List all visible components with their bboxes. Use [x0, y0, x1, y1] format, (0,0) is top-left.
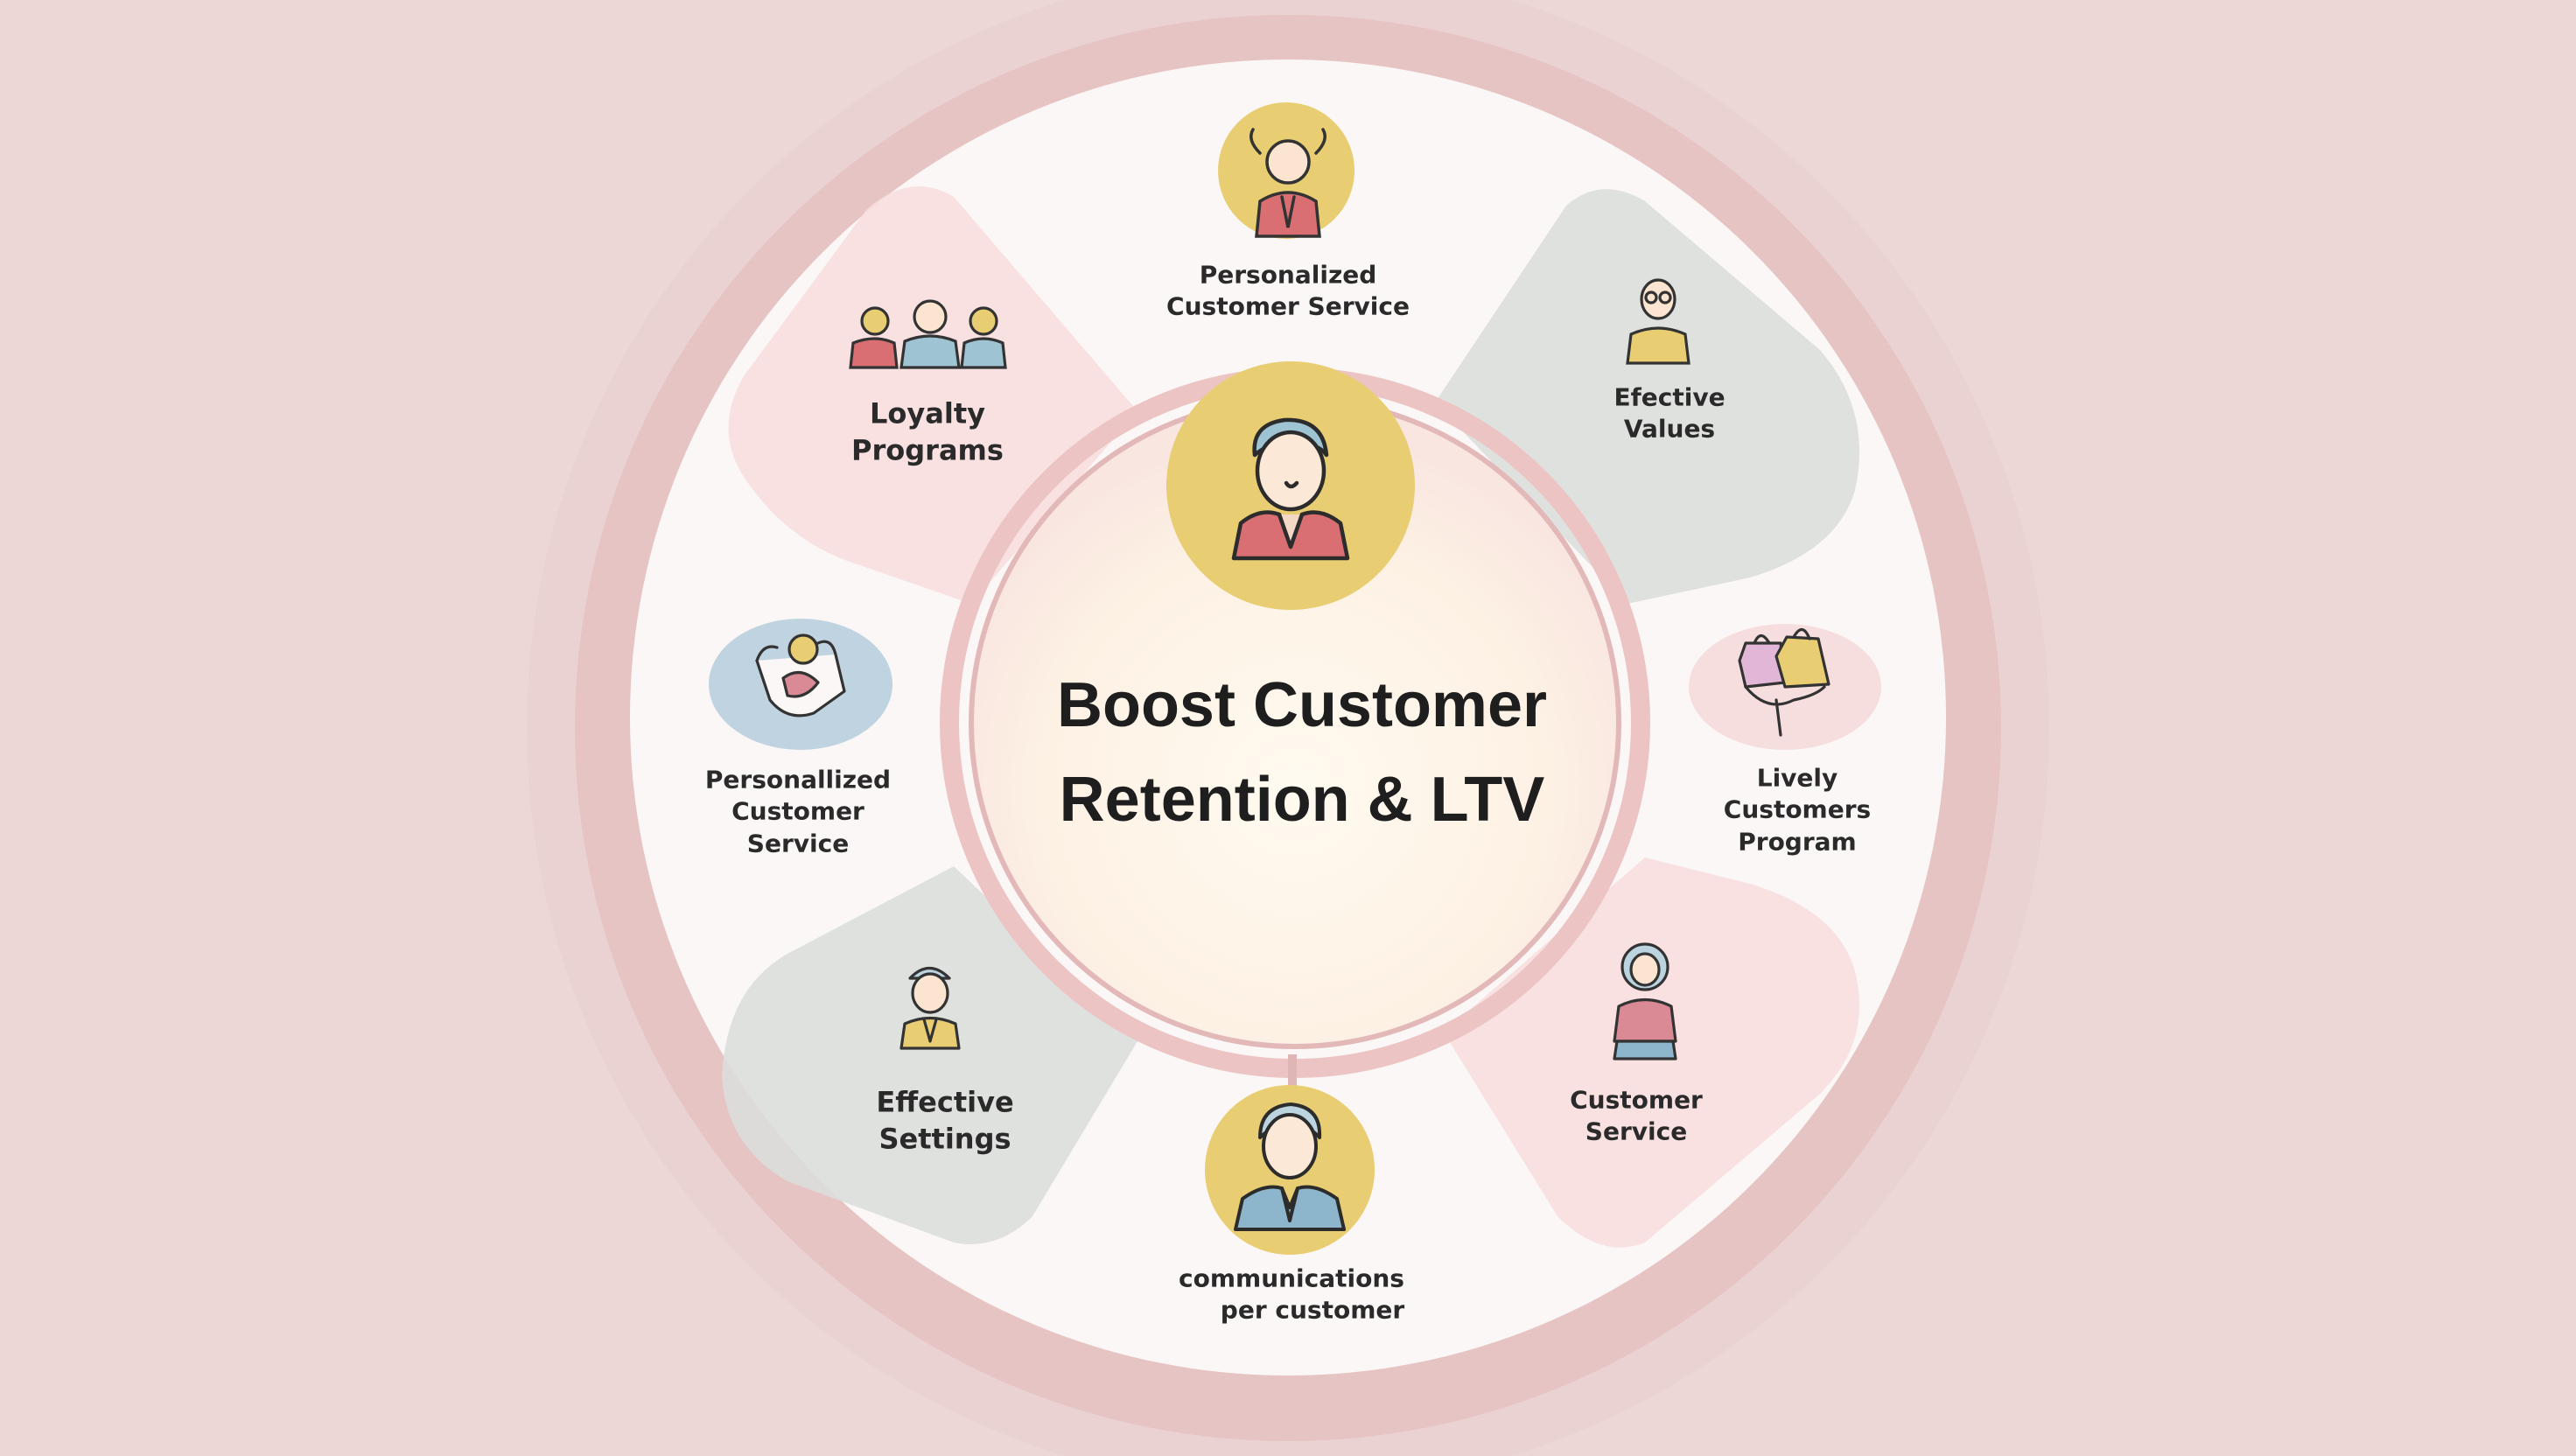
title-line-2: Retention & LTV: [1059, 765, 1545, 835]
team-icon: [1250, 128, 1326, 238]
shopping-bags-icon: [1738, 627, 1830, 737]
petal-top-right: [1435, 189, 1859, 604]
segment-label-left: Personallized Customer Service: [704, 765, 892, 858]
person-suit-icon: [1234, 1102, 1346, 1231]
segment-label-bottom-right: Customer Service: [1570, 1085, 1703, 1146]
segment-label-top-left: Loyalty Programs: [851, 396, 1004, 466]
support-agent-icon: [1613, 942, 1677, 1060]
gift-hands-icon: [755, 634, 846, 718]
segment-label-bottom-left: Effective Settings: [876, 1085, 1014, 1155]
group-icon: [849, 299, 1007, 369]
diagram-title: Boost Customer Retention & LTV: [1057, 658, 1547, 847]
customer-icon: [1231, 417, 1350, 561]
segment-label-top: Personalized Customer Service: [1166, 260, 1410, 321]
worker-icon: [900, 966, 961, 1050]
segment-label-bottom: communications per customer: [1179, 1264, 1405, 1325]
connector-bottom: [1288, 1054, 1297, 1094]
advisor-icon: [1626, 278, 1690, 365]
segment-label-top-right: Efective Values: [1614, 382, 1726, 444]
title-line-1: Boost Customer: [1056, 670, 1548, 740]
segment-label-right: Lively Customers Program: [1723, 763, 1872, 857]
